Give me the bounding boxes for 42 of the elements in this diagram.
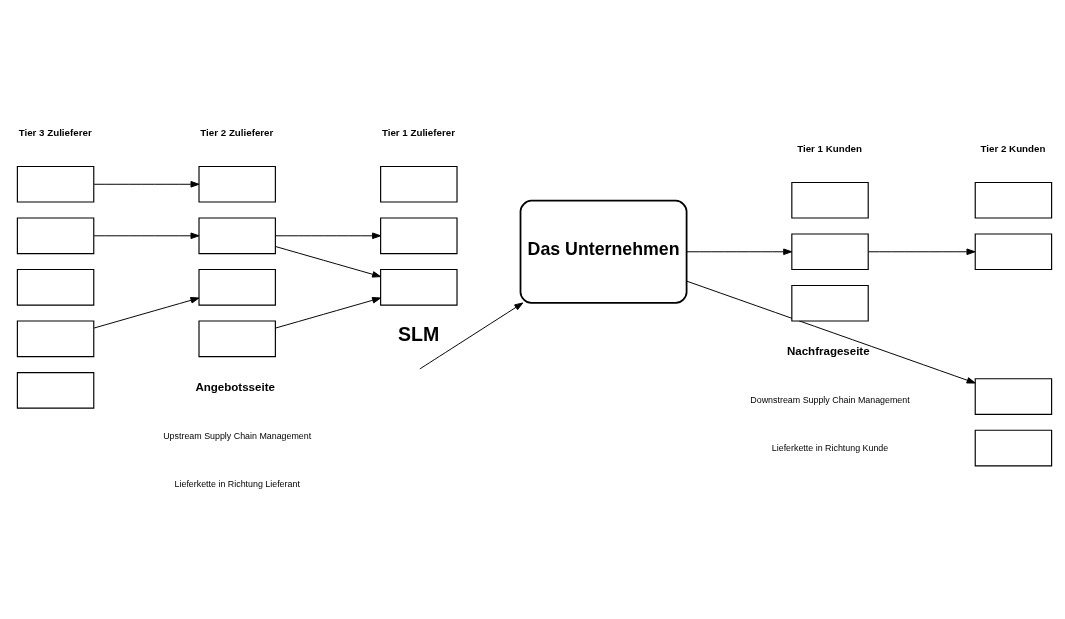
node-box: Das Unternehmen	[519, 199, 688, 304]
node-box	[380, 217, 458, 255]
label: Tier 1 Zulieferer	[381, 127, 455, 139]
node-box	[198, 165, 276, 203]
node-box	[974, 233, 1053, 271]
node-box	[974, 181, 1053, 219]
arrow	[93, 232, 200, 240]
label: SLM	[397, 323, 440, 346]
label: Tier 2 Zulieferer	[200, 127, 274, 139]
node-box	[380, 165, 458, 203]
node-box	[198, 217, 276, 255]
label: Tier 2 Kunden	[980, 143, 1046, 155]
arrow	[686, 248, 793, 256]
label: Nachfrageseite	[786, 345, 870, 358]
arrow	[275, 246, 382, 278]
node-box	[16, 165, 95, 203]
node-box	[198, 320, 276, 358]
node-box	[16, 268, 95, 306]
arrow	[419, 302, 524, 370]
label: Lieferkette in Richtung Lieferant	[174, 478, 300, 489]
node-box	[380, 268, 458, 306]
label: Downstream Supply Chain Management	[750, 395, 910, 406]
node-box	[16, 217, 95, 255]
arrow	[93, 181, 200, 188]
arrow	[93, 297, 200, 329]
label: Upstream Supply Chain Management	[163, 430, 312, 441]
node-box	[791, 284, 869, 322]
label: Tier 1 Kunden	[797, 143, 863, 155]
arrow	[868, 248, 976, 256]
node-box	[791, 181, 869, 219]
node-box	[974, 378, 1053, 415]
label: Tier 3 Zulieferer	[18, 127, 92, 139]
label: Lieferkette in Richtung Kunde	[771, 443, 889, 454]
node-box	[198, 268, 276, 306]
node-box	[791, 233, 869, 271]
arrow	[275, 297, 382, 329]
label: Angebotsseite	[195, 380, 275, 393]
node-box	[16, 372, 95, 409]
arrow	[686, 280, 976, 384]
node-box	[16, 320, 95, 358]
node-box	[974, 429, 1053, 467]
arrow	[275, 232, 382, 240]
